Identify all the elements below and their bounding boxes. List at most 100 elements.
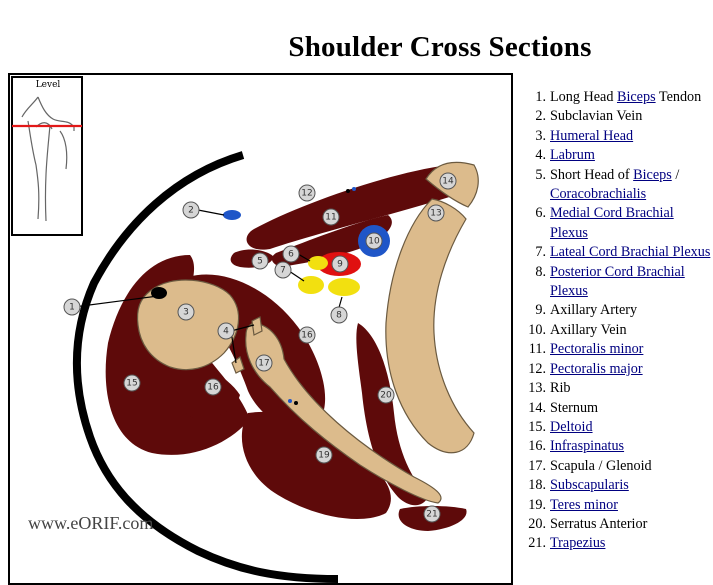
legend-item: 16.Infraspinatus	[522, 437, 712, 456]
marker-14: 14	[439, 172, 457, 190]
legend-item: 20.Serratus Anterior	[522, 515, 712, 534]
structure-scapula-glenoid	[245, 322, 442, 504]
structure-medial-cord	[308, 256, 328, 270]
legend-number: 20.	[528, 515, 546, 532]
marker-10: 10	[365, 232, 383, 250]
watermark: www.eORIF.com	[28, 513, 153, 533]
legend-number: 21.	[528, 535, 546, 552]
legend-link[interactable]: Medial Cord Brachial Plexus	[550, 205, 674, 241]
legend-text: Axillary Vein	[550, 321, 627, 338]
marker-label: 16	[207, 383, 219, 393]
marker-label: 2	[188, 206, 194, 216]
marker-label: 6	[288, 250, 294, 260]
marker-label: 10	[368, 237, 380, 247]
structure-labrum-anterior	[251, 316, 263, 336]
legend-item: 13.Rib	[522, 379, 712, 398]
structure-rib	[385, 198, 475, 454]
legend-link[interactable]: Humeral Head	[550, 127, 634, 144]
marker-7: 7	[274, 261, 292, 279]
structure-pectoralis-minor	[271, 215, 392, 267]
marker-4: 4	[217, 322, 235, 340]
legend-link[interactable]: Trapezius	[550, 535, 606, 552]
marker-5: 5	[251, 252, 269, 270]
legend-link[interactable]: Infraspinatus	[550, 438, 625, 455]
legend-number: 9.	[535, 302, 546, 319]
legend-item: 14.Sternum	[522, 399, 712, 418]
marker-3: 3	[177, 303, 195, 321]
marker-label: 5	[257, 257, 263, 267]
structure-humeral-head	[136, 279, 240, 371]
legend-item: 6.Medial Cord Brachial Plexus	[522, 204, 712, 243]
marker-label: 3	[183, 308, 189, 318]
legend-text: /	[671, 166, 680, 183]
legend-link[interactable]: Coracobrachialis	[550, 186, 647, 203]
marker-20: 20	[377, 386, 395, 404]
marker-label: 17	[258, 359, 269, 369]
marker-label: 14	[442, 177, 454, 187]
legend-item: 8.Posterior Cord Brachial Plexus	[522, 263, 712, 302]
legend-text: Tendon	[655, 89, 702, 105]
marker-12: 12	[298, 184, 316, 202]
legend-link[interactable]: Teres minor	[550, 496, 618, 513]
legend-number: 18.	[528, 477, 546, 494]
legend-text: Rib	[550, 380, 571, 397]
legend-link[interactable]: Lateal Cord Brachial Plexus	[550, 244, 711, 261]
marker-9: 9	[331, 255, 349, 273]
bones	[136, 161, 479, 504]
legend-link[interactable]: Posterior Cord Brachial Plexus	[550, 263, 685, 300]
legend-number: 3.	[535, 127, 546, 144]
legend-link[interactable]: Pectoralis major	[550, 360, 643, 377]
legend-item: 4.Labrum	[522, 146, 712, 165]
legend-link[interactable]: Biceps	[633, 166, 672, 183]
marker-15: 15	[123, 374, 141, 392]
legend-number: 14.	[528, 399, 546, 416]
structure-teres-minor	[241, 411, 391, 519]
legend-number: 4.	[535, 147, 546, 164]
legend-link[interactable]: Deltoid	[550, 418, 593, 435]
marker-label: 13	[430, 209, 441, 219]
inset-label: Level	[36, 80, 61, 90]
legend-number: 15.	[528, 418, 546, 435]
legend-number: 11.	[528, 341, 546, 358]
marker-11: 11	[322, 208, 340, 226]
legend-item: 3.Humeral Head	[522, 127, 712, 146]
legend-text: Serratus Anterior	[550, 515, 648, 532]
legend-item: 9.Axillary Artery	[522, 301, 712, 320]
legend-number: 17.	[528, 457, 546, 474]
legend-item: 7.Lateal Cord Brachial Plexus	[522, 243, 712, 262]
legend-number: 12.	[528, 360, 546, 377]
legend-link[interactable]: Subscapularis	[550, 477, 629, 494]
legend-number: 10.	[528, 321, 546, 338]
legend-link[interactable]: Pectoralis minor	[550, 341, 644, 358]
legend-number: 13.	[528, 380, 546, 397]
legend-text: Sternum	[550, 399, 599, 416]
marker-16: 16	[204, 378, 222, 396]
marker-label: 7	[280, 266, 286, 276]
legend-link[interactable]: Labrum	[550, 147, 595, 164]
marker-label: 4	[223, 327, 229, 337]
legend-link[interactable]: Biceps	[616, 89, 656, 105]
legend-item: 5.Short Head of Biceps / Coracobrachiali…	[522, 166, 712, 205]
marker-label: 19	[318, 451, 330, 461]
marker-label: 15	[126, 379, 137, 389]
legend-number: 19.	[528, 496, 546, 513]
legend-item: 21.Trapezius	[522, 534, 712, 553]
legend-item: 11.Pectoralis minor	[522, 340, 712, 359]
watermark-text: www.eORIF.com	[28, 513, 153, 533]
legend-item: 15.Deltoid	[522, 418, 712, 437]
marker-label: 16	[301, 331, 313, 341]
marker-2: 2	[182, 201, 200, 219]
legend-item: 18.Subscapularis	[522, 476, 712, 495]
structure-subclavian-vein	[223, 210, 241, 220]
marker-21: 21	[423, 505, 441, 523]
structure-pectoralis-major	[246, 164, 472, 250]
legend-number: 5.	[535, 166, 546, 183]
legend-text: Short Head of	[550, 166, 634, 183]
level-inset: Level	[11, 76, 83, 236]
structure-labrum-posterior	[231, 356, 245, 374]
legend-item: 17.Scapula / Glenoid	[522, 457, 712, 476]
marker-label: 8	[336, 311, 342, 321]
legend-text: Long Head	[550, 89, 617, 105]
